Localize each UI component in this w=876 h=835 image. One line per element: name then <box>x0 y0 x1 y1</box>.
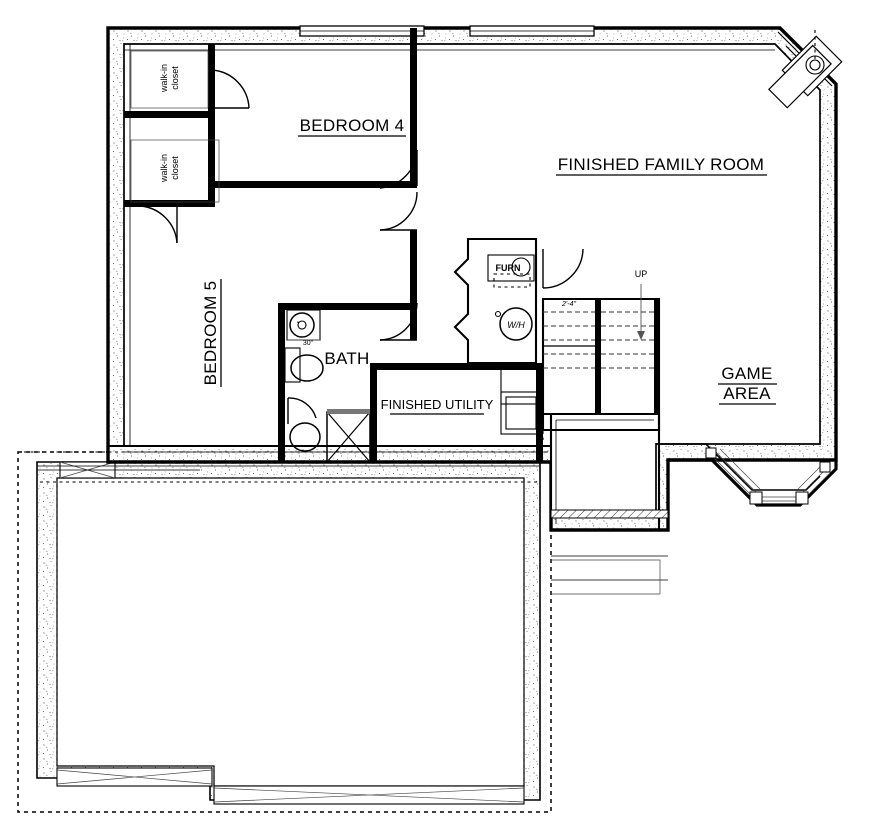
door-bath <box>379 302 418 341</box>
room-label-bedroom-5: BEDROOM 5 <box>201 281 220 386</box>
closet-lower-outline <box>130 139 220 203</box>
floor-drain <box>494 310 502 318</box>
foundation-step-south <box>24 444 552 530</box>
tub-element <box>284 347 301 383</box>
sink-bowl <box>289 312 315 338</box>
room-label-bath: BATH <box>324 349 369 368</box>
garage-unfinished-area <box>17 451 552 813</box>
bath-fixtures: • <box>284 309 371 463</box>
closet-labels: walk-in closet walk-in closet <box>159 64 180 183</box>
closet-lower-label-line1: walk-in <box>159 154 169 183</box>
room-labels: BEDROOM 4 BEDROOM 5 FINISHED FAMILY ROOM… <box>201 116 777 415</box>
up-arrow-head <box>637 331 645 340</box>
closet-upper-label-line1: walk-in <box>159 64 169 93</box>
window-north-1 <box>299 25 425 37</box>
garage-door-left <box>56 767 213 787</box>
toilet <box>290 354 324 382</box>
vanity-mark: • <box>297 320 299 326</box>
washer-unit <box>500 365 542 405</box>
room-label-family-room: FINISHED FAMILY ROOM <box>558 155 765 174</box>
door-bedroom-4 <box>379 149 418 189</box>
garage-door-right <box>213 785 525 805</box>
closet-upper-outline <box>130 50 209 109</box>
room-label-finished-utility: FINISHED UTILITY <box>381 397 494 412</box>
corner-window-northeast <box>768 30 843 109</box>
bedroom-4-walls <box>124 28 417 207</box>
furnace-unit <box>487 254 535 282</box>
door-closet-lower <box>139 205 178 244</box>
room-label-game-area-line1: GAME <box>721 364 772 383</box>
stair-width-label: 2'-4" <box>561 301 576 308</box>
utility-appliances <box>500 365 544 440</box>
furnace-label: FURN <box>496 263 521 273</box>
window-north-2 <box>469 25 595 37</box>
room-label-bedroom-4: BEDROOM 4 <box>300 116 405 135</box>
closet-upper-label-line2: closet <box>170 66 180 90</box>
bay-window-south <box>656 443 838 507</box>
door-closet-upper <box>211 69 250 109</box>
second-sink <box>289 422 321 452</box>
annotation-labels: UP 2'-4" 30" <box>303 269 647 347</box>
furnace-plenum <box>493 273 531 288</box>
room-label-game-area-line2: AREA <box>723 384 771 403</box>
stair-run-left <box>543 311 595 369</box>
stair-up-label: UP <box>635 269 648 279</box>
furnace-flue <box>511 257 531 277</box>
vanity-width-label: 30" <box>303 340 314 347</box>
water-heater-tank <box>499 307 533 341</box>
water-heater-label: W/H <box>507 320 525 330</box>
interior-partitions <box>278 230 543 462</box>
stair-run-right <box>601 311 659 369</box>
dryer-unit <box>500 391 542 435</box>
equipment-labels: FURN W/H <box>496 263 526 330</box>
mechanical-room <box>453 237 538 365</box>
door-bedroom-5 <box>379 191 418 231</box>
door-mechanical <box>542 248 584 289</box>
closet-lower-label-line2: closet <box>170 156 180 180</box>
